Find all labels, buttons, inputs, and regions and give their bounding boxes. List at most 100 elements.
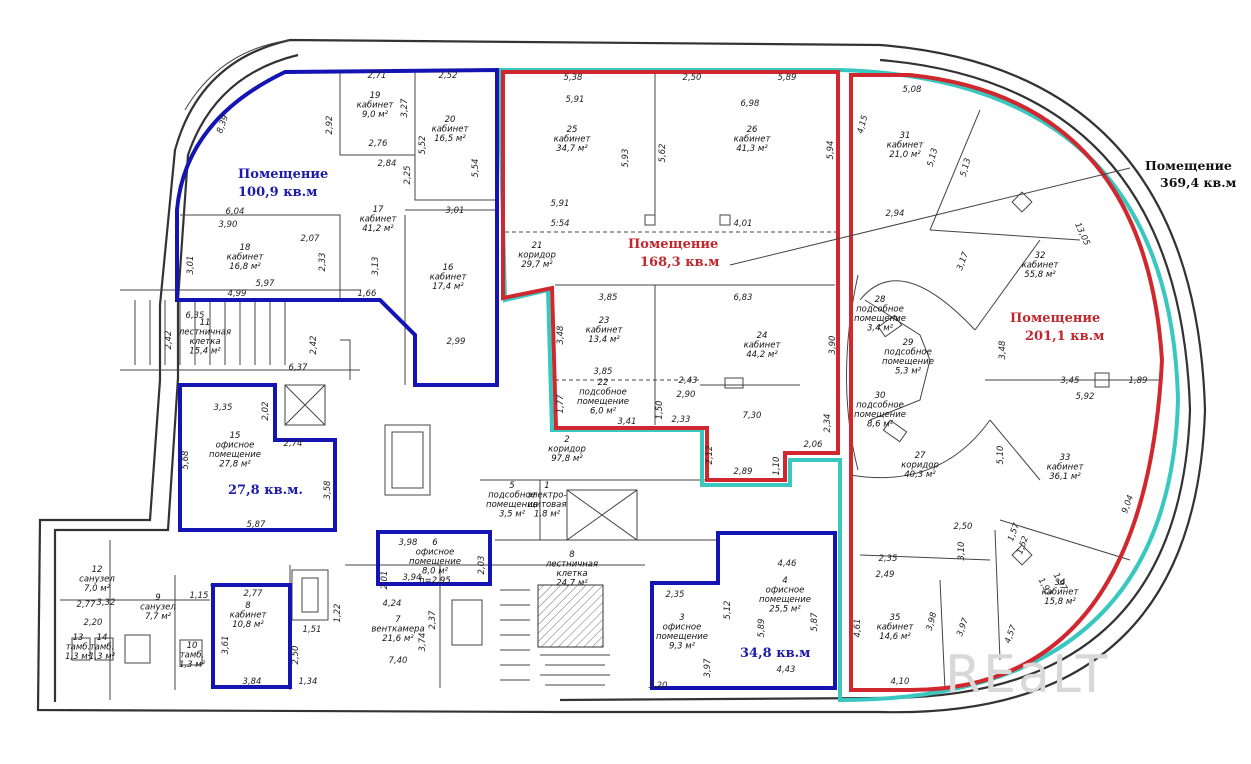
dimension-label: 6,04 — [226, 207, 245, 217]
dimension-label: 5,13 — [959, 157, 974, 178]
dimension-label: 1,22 — [333, 604, 343, 623]
callout-red-201-line2: 201,1 кв.м — [1025, 329, 1104, 344]
room-label-line: 1,3 м² — [65, 652, 92, 662]
room-label-line: кабинет — [554, 135, 592, 145]
dimension-label: 5,89 — [757, 619, 767, 638]
dimension-label: 2,77 — [77, 600, 97, 610]
dimension-label: 2,35 — [666, 590, 685, 600]
room-label-line: 8,0 м² — [422, 567, 449, 577]
blue-outline-34 — [650, 531, 837, 690]
callout-blue-main-line1: Помещение — [238, 167, 328, 182]
stairs-and-shafts — [71, 191, 1110, 686]
room-label-line: 8 — [245, 601, 251, 611]
room-label-line: 9,3 м² — [669, 642, 696, 652]
dimension-label: 3,20 — [649, 681, 668, 691]
room-label-line: подсобное — [884, 348, 932, 358]
dimension-label: 3,32 — [97, 598, 116, 608]
room-label-line: 26 — [747, 125, 758, 135]
dimension-label: 2,50 — [683, 73, 702, 83]
room-label-line: кабинет — [1047, 463, 1085, 473]
callout-blue-15: 27,8 кв.м. — [228, 483, 303, 498]
room-label-line: 10 — [187, 641, 198, 651]
room-label-line: 17,4 м² — [432, 282, 464, 292]
room-label-line: кабинет — [744, 341, 782, 351]
dimension-label: 9,04 — [1120, 494, 1136, 515]
room-label-line: 10,8 м² — [232, 620, 264, 630]
dimension-label: 4,46 — [778, 559, 798, 569]
dimension-label: 3,98 — [925, 610, 940, 631]
dimension-label: 2,37 — [428, 610, 438, 630]
room-label-line: 24 — [757, 331, 768, 341]
room-label-line: 55,8 м² — [1024, 270, 1056, 280]
room-label-line: 8 — [569, 550, 575, 560]
room-label-line: подсобное — [579, 388, 627, 398]
dimension-label: 3,45 — [1061, 376, 1080, 386]
room-label-line: 7 — [395, 615, 401, 625]
room-label-line: 5,3 м² — [895, 367, 922, 377]
red-outline-168 — [501, 70, 840, 482]
dimension-label: 2,94 — [886, 209, 905, 219]
dimension-label: 3,98 — [399, 538, 419, 548]
room-label-line: щитовая — [527, 500, 566, 510]
blue-outline-100 — [175, 67, 499, 387]
dimension-label: 5,87 — [810, 612, 820, 632]
room-label-line: 29 — [903, 338, 914, 348]
room-label-line: 34 — [1055, 578, 1066, 588]
room-label-line: 21 — [532, 241, 543, 251]
room-label-line: электро- — [527, 491, 566, 501]
dimension-label: 1,66 — [358, 289, 378, 299]
room-label-line: помещение — [409, 557, 461, 567]
dimension-label: 2,92 — [325, 116, 335, 135]
room-label-line: 9 — [155, 593, 160, 603]
dimension-label: 5:54 — [550, 219, 569, 229]
room-label-line: 1,3 м² — [89, 652, 116, 662]
room-label-line: 12 — [92, 565, 103, 575]
dimension-label: 2,50 — [954, 522, 973, 532]
room-label-line: помещение — [759, 595, 811, 605]
total-area-leader-line — [729, 167, 1131, 266]
dimension-label: 3,85 — [594, 367, 613, 377]
dimension-label: 4,57 — [1003, 623, 1019, 645]
dimension-label: 2,07 — [301, 234, 321, 244]
room-label-line: 20 — [445, 115, 456, 125]
dimension-label: 1,15 — [190, 591, 209, 601]
dimension-label: 3,84 — [243, 677, 262, 687]
dimension-label: 2,90 — [677, 390, 696, 400]
dimension-label: 5,08 — [903, 85, 923, 95]
callout-red-168-line1: Помещение — [628, 237, 718, 252]
dimension-label: 4,10 — [891, 677, 910, 687]
dimension-label: 5,94 — [826, 141, 836, 160]
room-label-line: 17 — [373, 205, 384, 215]
room-label-line: 3 — [679, 613, 684, 623]
room-label-line: 1,8 м² — [534, 510, 561, 520]
dimension-label: 6,98 — [741, 99, 761, 109]
room-label-line: 2 — [564, 435, 569, 445]
dimension-label: 3,48 — [556, 325, 566, 345]
room-label-line: 29,7 м² — [521, 260, 553, 270]
room-label-line: 21,6 м² — [382, 634, 414, 644]
room-label-line: 21,0 м² — [889, 150, 921, 160]
dimension-label: 7,30 — [743, 411, 762, 421]
dimension-label: 5,91 — [566, 95, 585, 105]
dimension-label: 5,10 — [996, 446, 1006, 465]
room-label-line: помещение — [209, 450, 261, 460]
room-label-line: 18 — [240, 243, 251, 253]
teal-outline-369 — [496, 68, 1181, 703]
dimension-label: 3,01 — [186, 256, 196, 275]
room-label-line: 8,6 м² — [867, 420, 894, 430]
room-label-line: лестничная — [545, 560, 598, 570]
